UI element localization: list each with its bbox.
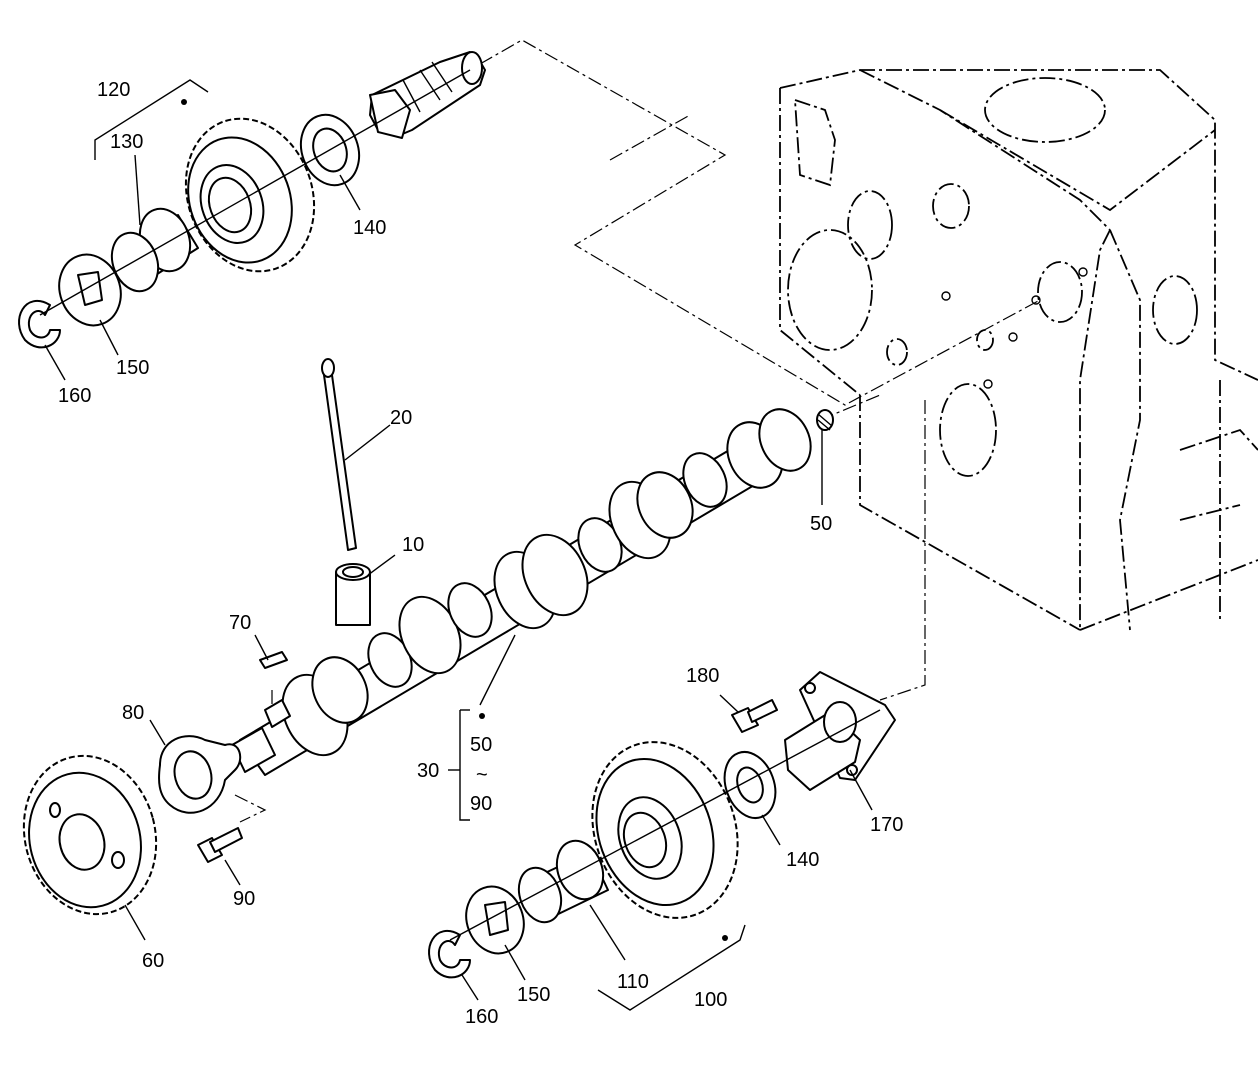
label-70: 70 [229,612,251,634]
label-tilde: ~ [476,764,488,786]
label-120: 120 [97,79,130,101]
spacer-lower [465,885,525,955]
bullet-dot [722,935,728,941]
key [259,651,288,669]
snap-ring-lower [428,929,471,979]
label-140-bottom: 140 [786,849,819,871]
label-10: 10 [402,534,424,556]
bolt [197,827,243,863]
label-30: 30 [417,760,439,782]
bolt-lower [731,699,778,733]
tappet [335,563,371,626]
label-110: 110 [617,971,649,993]
bushing-upper [110,207,199,293]
label-160-bottom: 160 [465,1006,498,1028]
label-170: 170 [870,814,903,836]
label-160-top: 160 [58,385,91,407]
thrust-plate [158,735,242,814]
label-80: 80 [122,702,144,724]
label-90: 90 [233,888,255,910]
label-150-top: 150 [116,357,149,379]
label-100: 100 [694,989,727,1011]
spacer-upper-150 [58,253,122,327]
thrust-washer-lower [723,751,777,819]
label-140-top: 140 [353,217,386,239]
label-180: 180 [686,665,719,687]
part-labels: 120 130 140 150 160 20 50 10 70 180 80 5… [58,79,903,1028]
label-20: 20 [390,407,412,429]
label-130: 130 [110,131,143,153]
label-50: 50 [810,513,832,535]
bullet-dot [181,99,187,105]
leader-lines [44,79,873,1011]
label-50-bracket: 50 [470,734,492,756]
plug [816,409,834,431]
idler-gear-lower [591,741,739,919]
bullet-dot [479,713,485,719]
engine-block [779,69,1258,631]
bushing-lower [517,839,609,924]
label-60: 60 [142,950,164,972]
label-90-bracket: 90 [470,793,492,815]
push-rod [321,358,357,551]
cam-gear [22,754,158,916]
label-150-bottom: 150 [517,984,550,1006]
camshaft [231,408,812,776]
snap-ring-upper-160 [18,299,61,349]
